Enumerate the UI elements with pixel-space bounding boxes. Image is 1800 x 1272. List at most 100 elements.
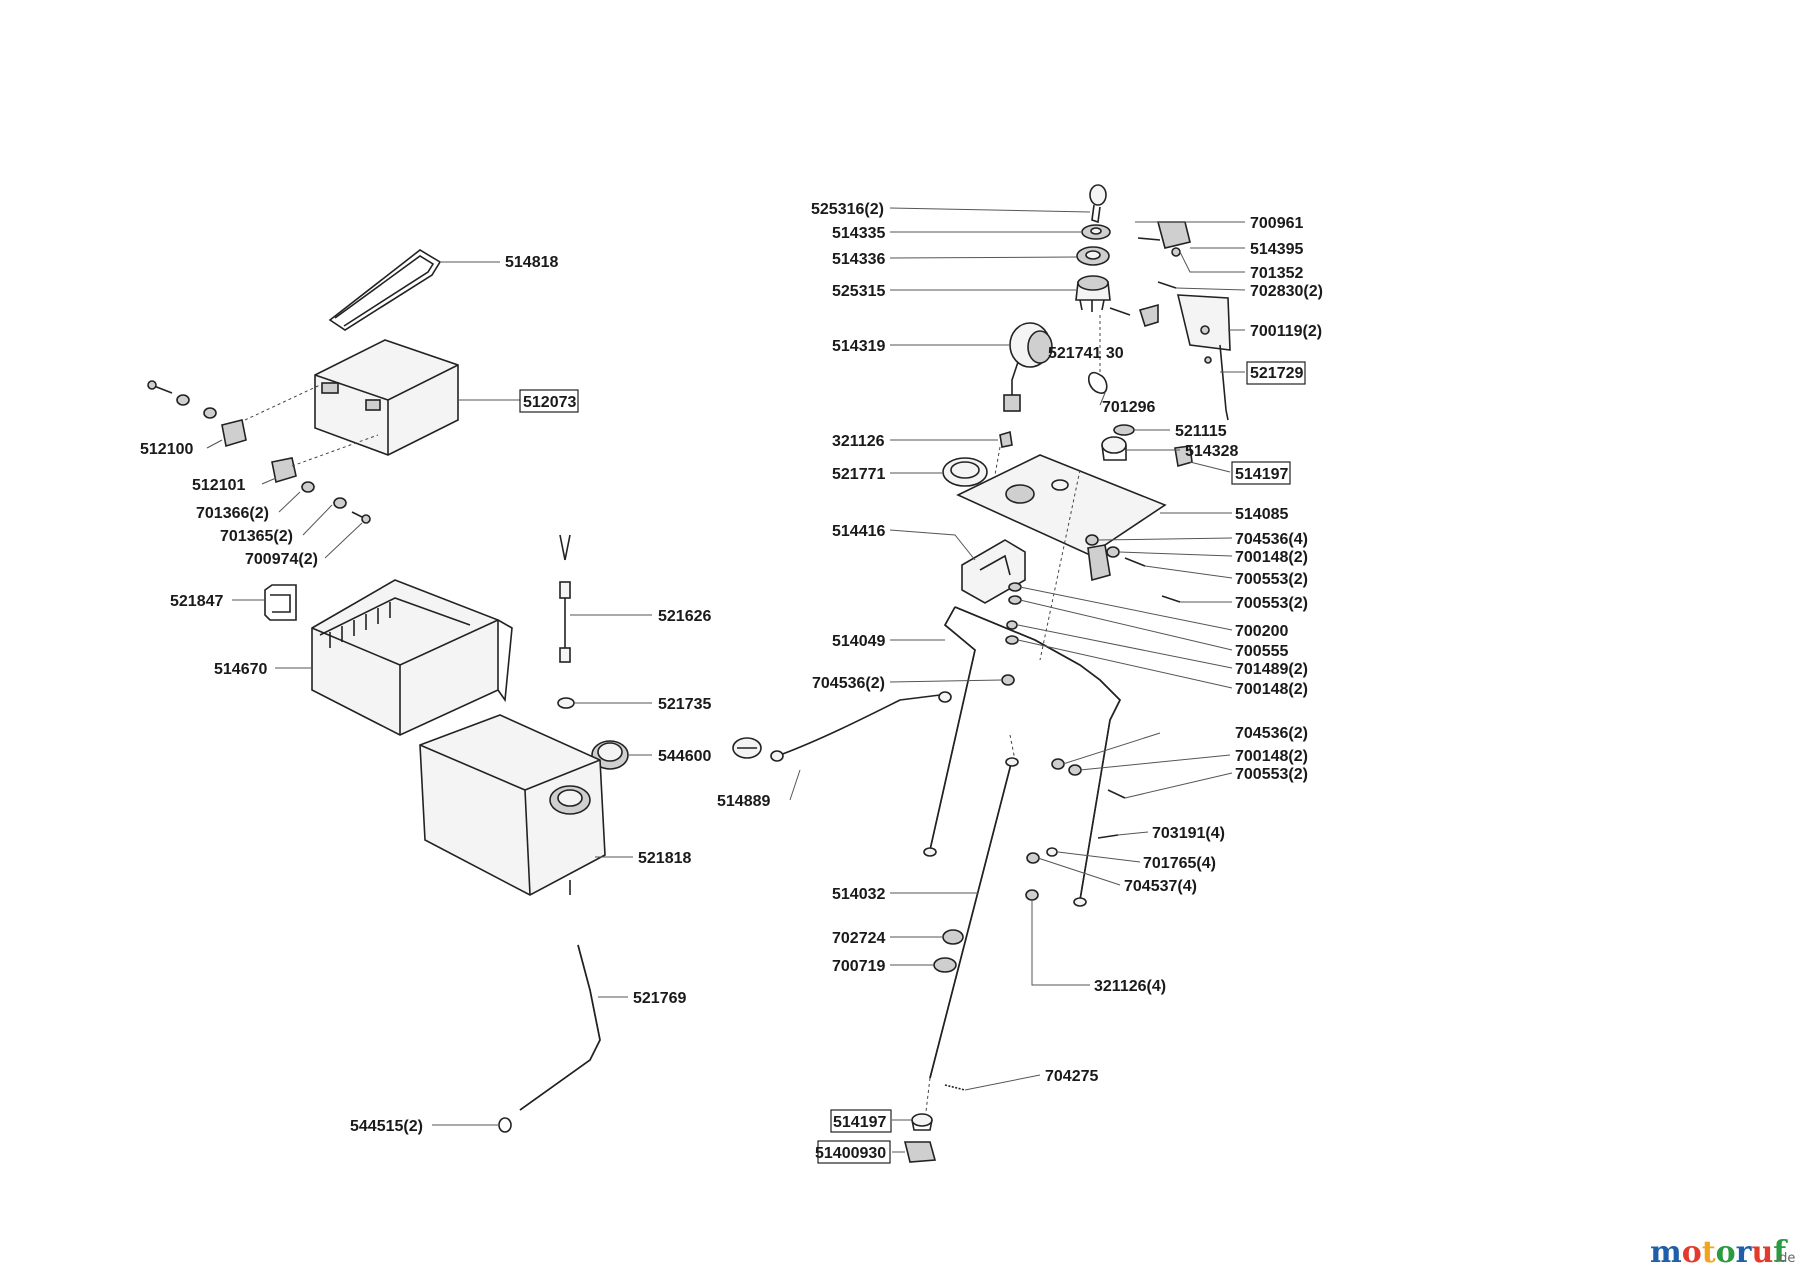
shaft-514032: [924, 734, 1019, 1121]
throttle-plate: [1176, 294, 1231, 421]
label-700148-b: 700148(2): [1235, 681, 1308, 698]
label-512073: 512073: [523, 394, 576, 411]
label-514335: 514335: [832, 225, 885, 242]
console-plate: [956, 454, 1167, 556]
hose-clamp: [498, 1117, 512, 1133]
label-521626: 521626: [658, 608, 711, 625]
label-514328: 514328: [1185, 443, 1238, 460]
label-514889: 514889: [717, 793, 770, 810]
ring-700719: [933, 957, 957, 973]
label-700119: 700119(2): [1250, 323, 1322, 340]
label-514395: 514395: [1250, 241, 1303, 258]
label-700961: 700961: [1250, 215, 1303, 232]
label-512101: 512101: [192, 477, 245, 494]
tank-cap: [591, 740, 629, 770]
part-labels: 514818 512073 512100 512101 701366(2) 70…: [140, 201, 1323, 1162]
label-704536-4: 704536(4): [1235, 531, 1308, 548]
label-701296: 701296: [1102, 399, 1155, 416]
label-700148-a: 700148(2): [1235, 549, 1308, 566]
label-521771: 521771: [832, 466, 885, 483]
label-701765: 701765(4): [1143, 855, 1216, 872]
label-704275: 704275: [1045, 1068, 1098, 1085]
label-525315: 525315: [832, 283, 885, 300]
ring-514336: [1076, 246, 1110, 266]
battery-bolts: [147, 380, 371, 524]
terminal-cover-512100: [221, 419, 247, 448]
washer-521735: [557, 697, 575, 709]
nut-704536-mid: [1001, 674, 1015, 686]
nut-514335: [1081, 224, 1111, 240]
knob-51400930: [903, 1141, 937, 1163]
label-321126: 321126: [832, 433, 885, 450]
switch-bracket-700961: [1137, 221, 1191, 257]
clip-ring: [1087, 371, 1108, 394]
label-700974: 700974(2): [245, 551, 318, 568]
clip-521847: [264, 584, 297, 621]
label-704536-2b: 704536(2): [1235, 725, 1308, 742]
wm-letter: t: [1702, 1235, 1716, 1270]
svg-text:motoruf: motoruf: [1650, 1235, 1788, 1270]
label-321126-4: 321126(4): [1094, 978, 1166, 995]
leader-lines: [206, 207, 1246, 1153]
label-703191: 703191(4): [1152, 825, 1225, 842]
label-701366: 701366(2): [196, 505, 269, 522]
label-700555: 700555: [1235, 643, 1288, 660]
label-514336: 514336: [832, 251, 885, 268]
label-700719: 700719: [832, 958, 885, 975]
battery: [314, 339, 459, 456]
label-702830: 702830(2): [1250, 283, 1323, 300]
mount-bracket: [961, 539, 1026, 604]
label-514049: 514049: [832, 633, 885, 650]
label-boxes: [519, 361, 1306, 1164]
label-521735: 521735: [658, 696, 711, 713]
handlebar: [923, 606, 1121, 907]
label-700553-c: 700553(2): [1235, 766, 1308, 783]
label-514416: 514416: [832, 523, 885, 540]
label-704537: 704537(4): [1124, 878, 1197, 895]
label-521741-30: 521741 30: [1048, 345, 1124, 362]
ground-cable: [732, 691, 952, 762]
motoruf-watermark: motoruf .de: [1650, 1235, 1795, 1270]
ignition-switch: [1075, 275, 1111, 312]
label-521115: 521115: [1175, 423, 1227, 440]
label-521847: 521847: [170, 593, 223, 610]
label-700553-b: 700553(2): [1235, 595, 1308, 612]
label-51400930: 51400930: [815, 1145, 886, 1162]
label-521769: 521769: [633, 990, 686, 1007]
buzzer: [1003, 322, 1053, 412]
label-701489: 701489(2): [1235, 661, 1308, 678]
label-701352: 701352: [1250, 265, 1303, 282]
ignition-key: [1089, 184, 1107, 224]
label-514670: 514670: [214, 661, 267, 678]
label-521729: 521729: [1250, 365, 1303, 382]
bushing-514197-lower: [911, 1113, 933, 1131]
label-544515: 544515(2): [350, 1118, 423, 1135]
label-700200: 700200: [1235, 623, 1288, 640]
wm-letter: o: [1682, 1235, 1702, 1270]
label-700148-c: 700148(2): [1235, 748, 1308, 765]
wm-letter: m: [1650, 1235, 1682, 1270]
label-701365: 701365(2): [220, 528, 293, 545]
screw-702830: [1157, 281, 1177, 289]
label-514197-lower: 514197: [833, 1114, 886, 1131]
label-704536-2a: 704536(2): [812, 675, 885, 692]
battery-tray: [311, 579, 513, 736]
label-514818: 514818: [505, 254, 558, 271]
console-hardware: [1005, 534, 1181, 645]
label-544600: 544600: [658, 748, 711, 765]
vent-tube: [559, 534, 571, 663]
label-514319: 514319: [832, 338, 885, 355]
bracket-521741: [1109, 303, 1159, 327]
handle-hardware: [1025, 758, 1126, 901]
label-700553-a: 700553(2): [1235, 571, 1308, 588]
spring-pin: [944, 1084, 966, 1091]
washer-521115: [1113, 424, 1135, 436]
label-514032: 514032: [832, 886, 885, 903]
label-512100: 512100: [140, 441, 193, 458]
label-702724: 702724: [832, 930, 885, 947]
label-514197: 514197: [1235, 466, 1288, 483]
wm-letter: f: [1773, 1235, 1788, 1270]
battery-strap: [328, 249, 442, 331]
label-514085: 514085: [1235, 506, 1288, 523]
